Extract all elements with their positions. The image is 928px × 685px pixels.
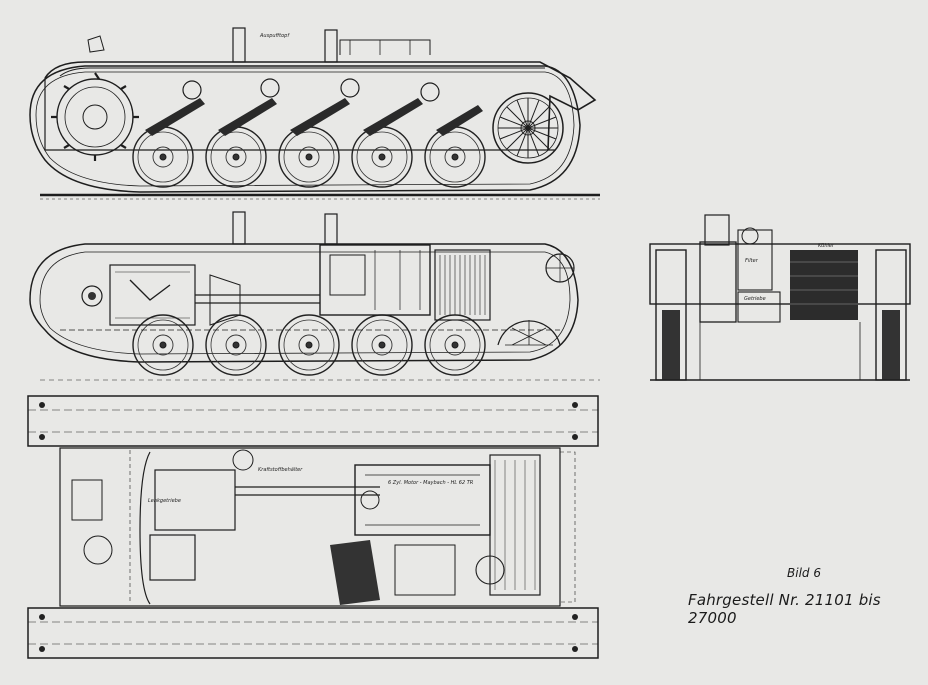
sprocket — [51, 72, 139, 161]
engine-label: 6 Zyl. Motor - Maybach - HL 62 TR — [388, 480, 473, 486]
radiator-label: Kühler — [818, 243, 835, 249]
figure-number: Bild 6 — [787, 566, 821, 580]
svg-text:Auspufftopf: Auspufftopf — [259, 33, 290, 39]
cutaway-side-view — [29, 211, 600, 381]
fuel-tank-label: Kraftstoffbehälter — [258, 467, 303, 473]
front-view — [649, 214, 911, 381]
side-view: Auspufftopf — [29, 27, 600, 200]
gearbox-label: Getriebe — [744, 296, 766, 302]
filter-label: Filter — [745, 258, 759, 264]
steering-unit-label: Lenkgetriebe — [148, 498, 181, 504]
idler-wheel — [492, 92, 564, 164]
figure-title: Fahrgestell Nr. 21101 bis 27000 — [688, 591, 881, 627]
plan-view — [27, 395, 599, 659]
